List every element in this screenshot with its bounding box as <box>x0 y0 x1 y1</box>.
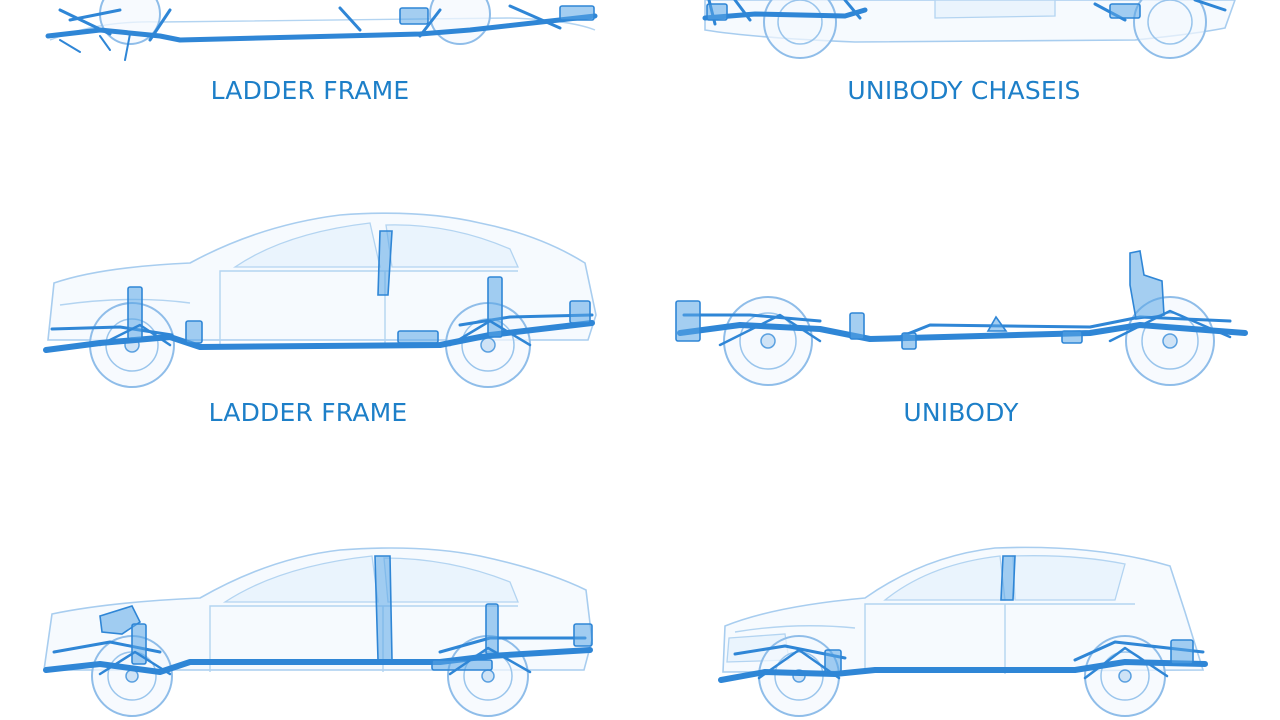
hatchback-drawing <box>718 546 1208 717</box>
panel-sedan-ladder <box>40 205 610 390</box>
panel-unibody-top <box>695 0 1245 70</box>
panel-label-bare-chassis: UNIBODY <box>903 398 1019 427</box>
panel-ladder-frame-top <box>40 0 610 61</box>
sedan-unibody-drawing <box>43 547 593 717</box>
panel-label-sedan-ladder: LADDER FRAME <box>208 398 408 427</box>
panel-bare-chassis <box>670 245 1255 390</box>
panel-label-ladder-frame-top: LADDER FRAME <box>210 76 410 105</box>
panel-sedan-unibody <box>40 542 600 720</box>
ladder-frame-top-drawing <box>45 0 598 61</box>
unibody-top-drawing <box>702 0 1236 59</box>
panel-label-unibody-top: UNIBODY CHASEIS <box>847 76 1081 105</box>
panel-hatchback <box>715 542 1220 720</box>
sedan-ladder-drawing <box>43 212 597 388</box>
bare-chassis-drawing <box>675 250 1248 386</box>
